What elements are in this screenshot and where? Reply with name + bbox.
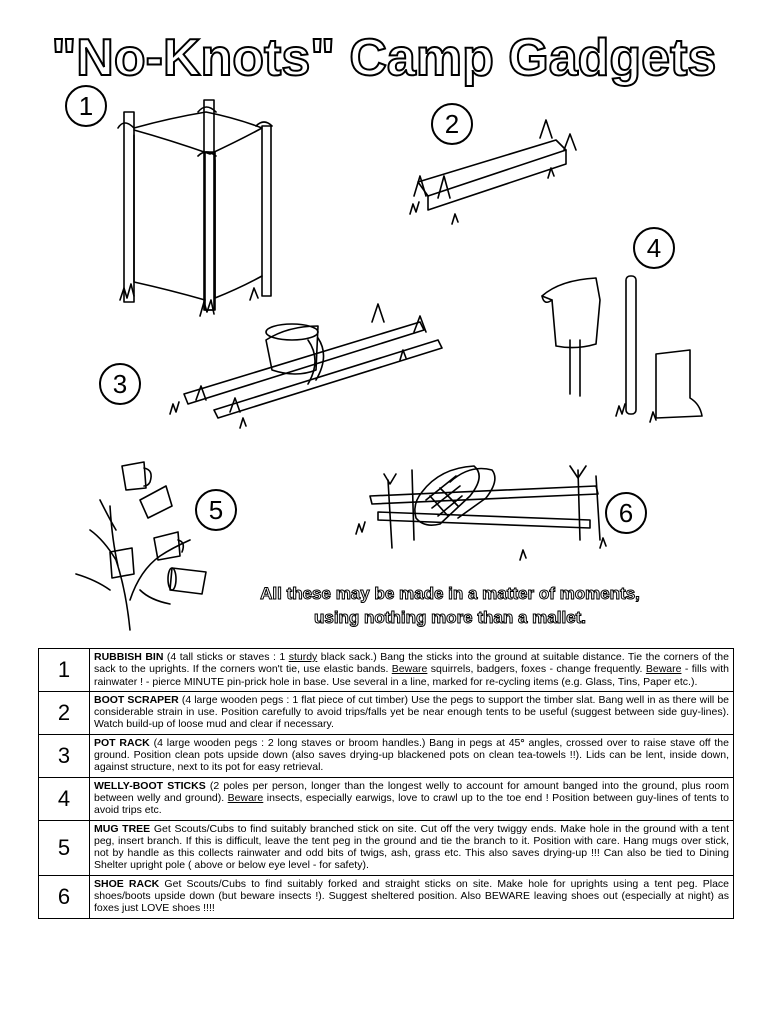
degree-symbol: ° — [520, 736, 525, 749]
text-segment: (4 large wooden pegs : 2 long staves or … — [149, 736, 521, 749]
row-description: WELLY-BOOT STICKS (2 poles per person, l… — [89, 776, 734, 821]
number-circle-6: 6 — [605, 492, 647, 534]
gadget-name: MUG TREE — [94, 822, 151, 835]
text-segment: - fills with rainwater ! - pierce MINUTE… — [94, 663, 729, 688]
text-segment: insects, especially earwigs, love to cra… — [94, 791, 729, 817]
tagline-line-2: using nothing more than a mallet. — [313, 608, 587, 628]
pot-rack-drawing — [169, 303, 443, 429]
table-row: 3 POT RACK (4 large wooden pegs : 2 long… — [38, 733, 734, 778]
gadget-name: RUBBISH BIN — [94, 651, 164, 663]
number-circle-1: 1 — [65, 85, 107, 127]
row-number: 4 — [38, 776, 90, 821]
welly-sticks-drawing — [541, 275, 703, 423]
underlined-text: Beware — [227, 791, 264, 804]
number-circle-3: 3 — [99, 363, 141, 405]
row-number: 6 — [38, 874, 90, 919]
row-description: POT RACK (4 large wooden pegs : 2 long s… — [89, 733, 734, 778]
number-circle-5: 5 — [195, 489, 237, 531]
underlined-text: Beware — [645, 663, 682, 676]
text-segment: Get Scouts/Cubs to find suitably branche… — [94, 822, 730, 872]
gadget-name: WELLY-BOOT STICKS — [94, 779, 206, 792]
row-number: 2 — [38, 690, 90, 735]
text-segment: (4 tall sticks or staves : 1 — [163, 651, 289, 663]
number-circle-4: 4 — [633, 227, 675, 269]
number-label: 4 — [647, 233, 661, 263]
mug-tree-drawing — [75, 461, 207, 631]
text-segment: Get Scouts/Cubs to find suitably forked … — [94, 877, 729, 915]
number-circle-2: 2 — [431, 103, 473, 145]
page-title: "No-Knots" Camp Gadgets — [51, 28, 718, 88]
table-row: 4 WELLY-BOOT STICKS (2 poles per person,… — [38, 776, 734, 821]
row-description: RUBBISH BIN (4 tall sticks or staves : 1… — [89, 648, 734, 692]
row-number: 5 — [38, 819, 90, 876]
table-row: 5 MUG TREE Get Scouts/Cubs to find suita… — [38, 819, 734, 876]
text-segment: black sack.) Bang the sticks into the gr… — [94, 651, 729, 676]
underlined-text: Beware — [391, 663, 428, 676]
table-row: 2 BOOT SCRAPER (4 large wooden pegs : 1 … — [38, 690, 734, 735]
table-row: 6 SHOE RACK Get Scouts/Cubs to find suit… — [38, 874, 734, 919]
number-label: 6 — [619, 498, 633, 528]
gadget-name: POT RACK — [94, 736, 150, 749]
number-label: 3 — [113, 369, 127, 399]
row-description: BOOT SCRAPER (4 large wooden pegs : 1 fl… — [89, 690, 734, 735]
boot-scraper-drawing — [409, 119, 577, 225]
tagline: All these may be made in a matter of mom… — [200, 582, 700, 630]
gadget-instructions-table: 1 RUBBISH BIN (4 tall sticks or staves :… — [38, 648, 734, 919]
row-number: 1 — [38, 648, 90, 692]
gadget-illustrations: 1 2 3 4 5 6 — [65, 85, 703, 631]
gadget-name: SHOE RACK — [94, 877, 160, 890]
gadget-name: BOOT SCRAPER — [94, 693, 179, 706]
number-label: 2 — [445, 109, 459, 139]
row-number: 3 — [38, 733, 90, 778]
rubbish-bin-drawing — [117, 99, 273, 317]
tagline-line-1: All these may be made in a matter of mom… — [260, 584, 641, 604]
row-description: SHOE RACK Get Scouts/Cubs to find suitab… — [89, 874, 734, 919]
text-segment: angles, crossed over to raise stave off … — [94, 736, 729, 774]
text-segment: (2 poles per person, longer than the lon… — [94, 779, 729, 804]
shoe-rack-drawing — [355, 465, 607, 561]
row-description: MUG TREE Get Scouts/Cubs to find suitabl… — [89, 819, 734, 876]
number-label: 1 — [79, 91, 93, 121]
text-segment: squirrels, badgers, foxes - change frequ… — [427, 663, 646, 676]
number-label: 5 — [209, 495, 223, 525]
underlined-text: sturdy — [288, 651, 318, 663]
text-segment: (4 large wooden pegs : 1 flat piece of c… — [94, 693, 729, 731]
table-row: 1 RUBBISH BIN (4 tall sticks or staves :… — [38, 648, 734, 692]
